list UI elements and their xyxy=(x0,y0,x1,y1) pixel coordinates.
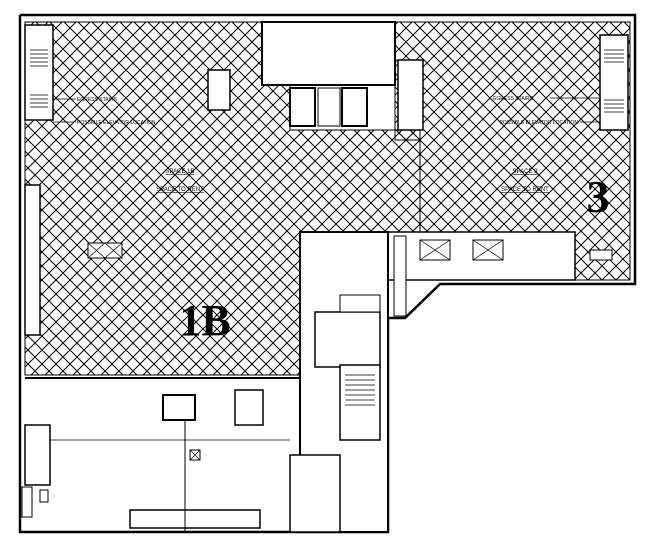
shaft-2 xyxy=(339,294,381,313)
column-block xyxy=(87,242,123,259)
egress-stair-left xyxy=(24,24,54,121)
notes-left: EGRESS STAIRS POSSIBLE ELEVATOR LOCATION xyxy=(53,97,156,126)
core-room xyxy=(317,87,341,127)
note-egress-stairs-left: EGRESS STAIRS xyxy=(77,97,118,103)
stair-lower xyxy=(234,389,264,426)
main-stair xyxy=(339,364,381,441)
wall-niche xyxy=(24,184,41,336)
egress-stair-right xyxy=(599,34,629,131)
equipment xyxy=(21,486,33,518)
core-void xyxy=(261,21,396,86)
note-egress-stairs-right: EGRESS STAIRS xyxy=(493,96,534,102)
notes-right: EGRESS STAIRS POSSIBLE ELEVATOR LOCATION xyxy=(493,96,600,126)
space-1b-big-label: 1B xyxy=(179,296,230,345)
note-elevator-right: POSSIBLE ELEVATOR LOCATION xyxy=(499,120,578,126)
shaft xyxy=(314,311,381,368)
space-1b-subtitle: SPACE TO RENT xyxy=(156,187,204,193)
space-3-title: SPACE 3 xyxy=(513,169,539,175)
elevator-lower xyxy=(162,394,196,421)
counter xyxy=(129,509,261,529)
space-1b-title: SPACE 1B xyxy=(166,169,195,175)
ramp xyxy=(393,235,407,317)
space-3-subtitle: SPACE TO RENT xyxy=(501,187,549,193)
elevator-2 xyxy=(341,87,368,127)
room xyxy=(289,454,341,533)
building-outline xyxy=(18,13,637,534)
note-elevator-left: POSSIBLE ELEVATOR LOCATION xyxy=(77,120,156,126)
stair-right-core xyxy=(397,59,424,131)
stair-left-core xyxy=(207,69,231,111)
egress-stair-lower xyxy=(24,424,51,486)
space-3-big-label: 3 xyxy=(587,171,610,222)
elevator-1 xyxy=(289,87,316,127)
